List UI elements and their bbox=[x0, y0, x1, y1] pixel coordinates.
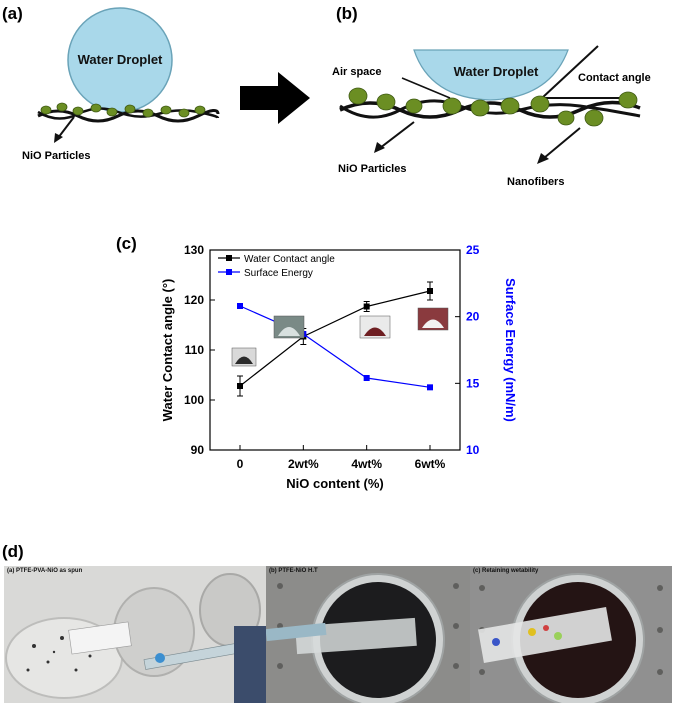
right-axis-label: Surface Energy (mN/m) bbox=[503, 278, 518, 422]
panel-a-label: (a) bbox=[2, 4, 23, 23]
x-axis-label: NiO content (%) bbox=[286, 476, 384, 491]
legend-marker-0 bbox=[226, 255, 232, 261]
arrow-b-fibers-line bbox=[543, 127, 581, 159]
data-point-0 bbox=[363, 303, 370, 310]
legend-label-1: Surface Energy bbox=[244, 268, 313, 279]
series-line-1 bbox=[239, 305, 431, 388]
x-tick-label: 4wt% bbox=[351, 457, 382, 471]
droplet-photo-6wt bbox=[417, 307, 449, 331]
series-line-0 bbox=[239, 290, 431, 387]
arrow-a-line bbox=[57, 116, 75, 139]
photo-caption-b: (b) PTFE-NiO H.T bbox=[269, 568, 318, 574]
x-tick-label: 0 bbox=[237, 457, 244, 471]
droplet-photo-4wt bbox=[359, 315, 391, 339]
left-tick-label: 110 bbox=[185, 343, 205, 357]
droplet-b-text: Water Droplet bbox=[454, 64, 539, 79]
photo-as-spun: (a) PTFE-PVA-NiO as spun bbox=[4, 566, 266, 703]
data-point-1 bbox=[427, 384, 433, 391]
data-point-1 bbox=[363, 375, 370, 381]
nio-particles-b-label: NiO Particles bbox=[338, 163, 407, 175]
droplet-inset-photos bbox=[231, 307, 449, 367]
left-axis: 90 100 110 120 130 bbox=[184, 243, 215, 457]
contact-angle-tangent bbox=[541, 45, 599, 99]
legend-label-0: Water Contact angle bbox=[244, 254, 335, 265]
data-point-0 bbox=[237, 383, 243, 389]
panel-b-schematic: Water Droplet bbox=[339, 45, 641, 164]
nio-particles-a bbox=[40, 102, 206, 118]
air-space-pointer bbox=[401, 77, 451, 99]
droplet-photo-0wt bbox=[231, 347, 257, 367]
arrow-b-fibers-head bbox=[537, 153, 549, 164]
water-droplet-b bbox=[413, 49, 569, 101]
right-tick-label: 25 bbox=[466, 243, 480, 257]
panel-a-schematic: Water Droplet bbox=[37, 7, 220, 143]
x-tick-label: 2wt% bbox=[288, 457, 319, 471]
data-point-0 bbox=[427, 288, 433, 294]
photo-retaining-wetability: (c) Retaining wetability bbox=[470, 566, 672, 703]
wca-surface-energy-chart: 90 100 110 120 130 10 15 20 25 0 2wt% 4wt% 6wt% Wa… bbox=[160, 243, 518, 491]
droplet-a-text: Water Droplet bbox=[78, 52, 163, 67]
series-layer bbox=[237, 281, 433, 397]
left-tick-label: 120 bbox=[184, 293, 204, 307]
right-tick-label: 15 bbox=[466, 376, 480, 390]
right-tick-label: 20 bbox=[466, 310, 480, 324]
left-tick-label: 90 bbox=[191, 443, 205, 457]
panel-c-label: (c) bbox=[116, 234, 137, 253]
left-tick-label: 100 bbox=[184, 393, 204, 407]
photo-heat-treated: (b) PTFE-NiO H.T bbox=[266, 566, 470, 703]
right-tick-label: 10 bbox=[466, 443, 480, 457]
photo-caption-a: (a) PTFE-PVA-NiO as spun bbox=[7, 568, 83, 574]
panel-d-label: (d) bbox=[2, 542, 24, 561]
arrow-b-particles-head bbox=[374, 142, 385, 153]
data-point-1 bbox=[237, 303, 243, 309]
contact-angle-label: Contact angle bbox=[578, 72, 651, 84]
left-tick-label: 130 bbox=[184, 243, 204, 257]
right-axis: 10 15 20 25 bbox=[455, 243, 480, 457]
legend-marker-1 bbox=[226, 269, 232, 275]
nanofibers-label: Nanofibers bbox=[507, 176, 565, 188]
arrow-b-particles-line bbox=[379, 121, 415, 149]
photo-caption-c: (c) Retaining wetability bbox=[473, 568, 539, 574]
x-tick-label: 6wt% bbox=[415, 457, 446, 471]
nio-particles-b bbox=[348, 87, 638, 127]
arrow-a-head bbox=[54, 133, 63, 143]
left-axis-label: Water Contact angle (°) bbox=[160, 279, 175, 422]
nio-particles-a-label: NiO Particles bbox=[22, 150, 91, 162]
air-space-label: Air space bbox=[332, 66, 382, 78]
panel-b-label: (b) bbox=[336, 4, 358, 23]
process-arrow bbox=[240, 72, 310, 124]
droplet-photo-2wt bbox=[273, 315, 305, 339]
x-axis: 0 2wt% 4wt% 6wt% bbox=[237, 445, 446, 471]
